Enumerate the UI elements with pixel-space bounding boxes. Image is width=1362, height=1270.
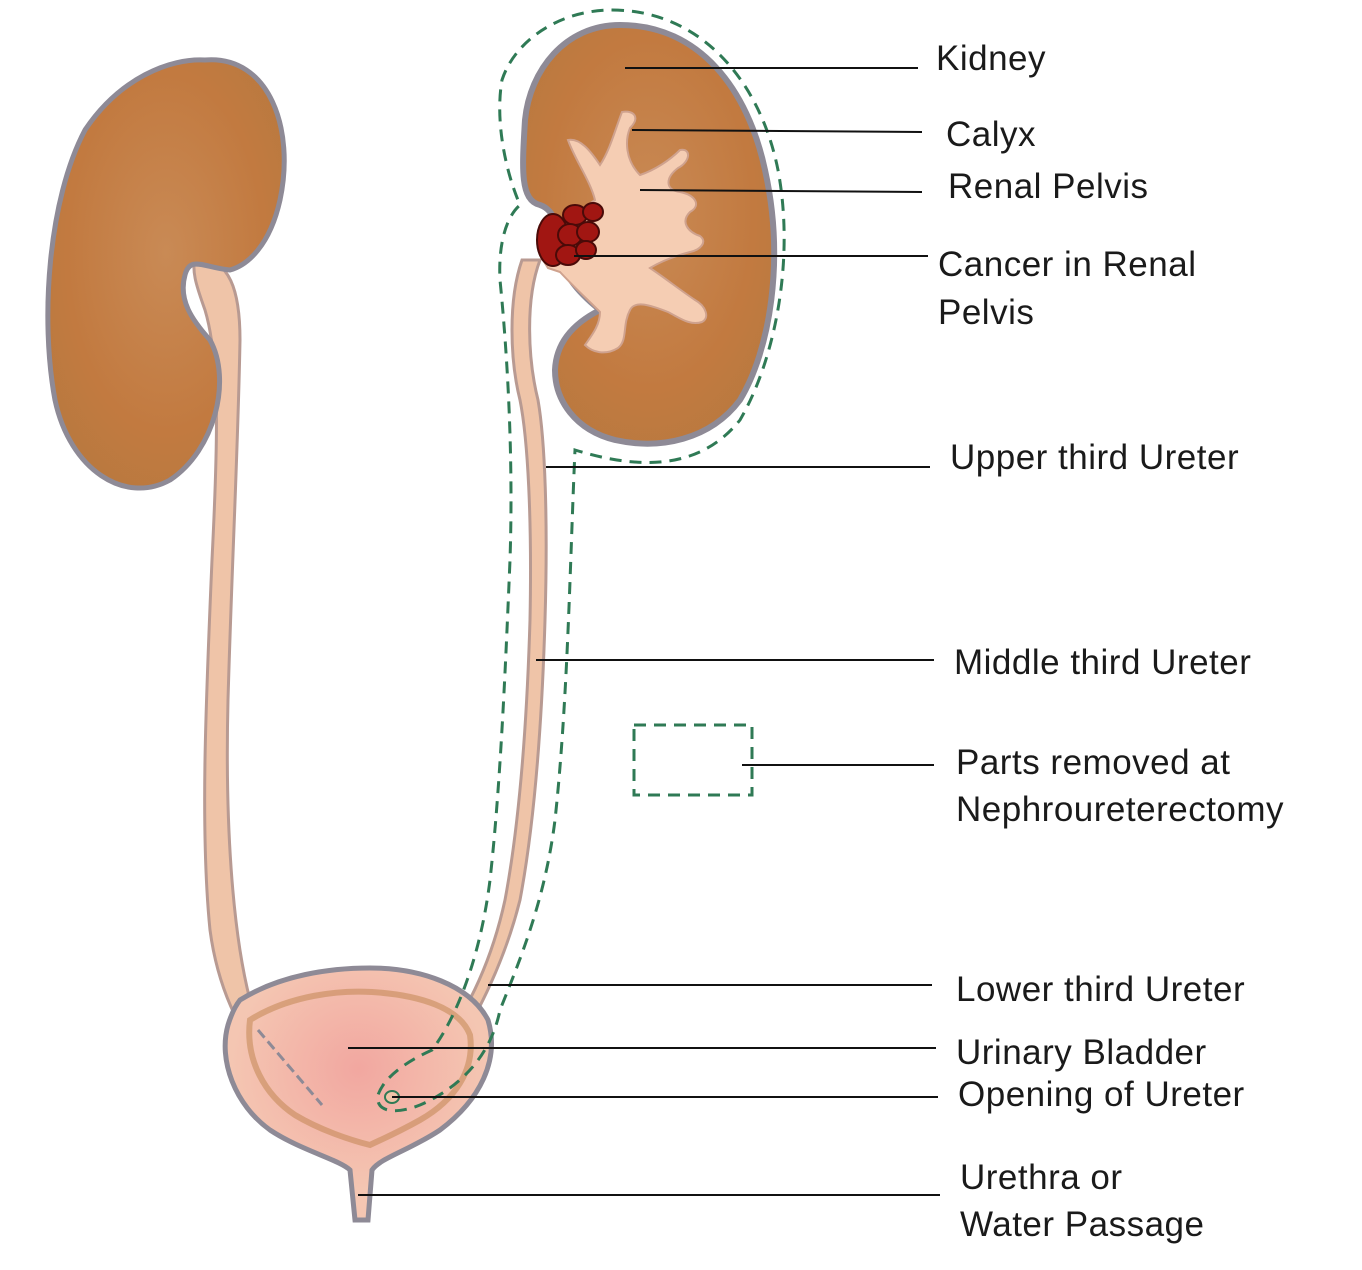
label-lower-ureter: Lower third Ureter [956, 970, 1246, 1009]
label-opening-ureter: Opening of Ureter [958, 1075, 1245, 1114]
label-parts-removed-line1: Parts removed at [956, 743, 1231, 782]
leader-calyx [631, 129, 923, 133]
label-upper-ureter: Upper third Ureter [950, 438, 1240, 477]
label-renal-pelvis: Renal Pelvis [948, 167, 1149, 206]
leader-renal-pelvis [639, 189, 923, 193]
label-urethra-line2: Water Passage [960, 1205, 1205, 1244]
tumor-cluster [536, 202, 604, 267]
label-parts-removed-line2: Nephroureterectomy [956, 790, 1285, 829]
renal-pelvis [538, 110, 708, 354]
label-kidney: Kidney [936, 39, 1047, 78]
urinary-bladder [222, 965, 494, 1223]
legend-dashed-box [632, 723, 754, 797]
label-urethra-line1: Urethra or [960, 1158, 1123, 1197]
bladder-inner-wall [246, 988, 474, 1149]
label-calyx: Calyx [946, 115, 1037, 154]
label-cancer-line2: Pelvis [938, 293, 1035, 332]
removed-parts-outline [376, 8, 786, 1113]
left-kidney [45, 57, 287, 491]
label-cancer-line1: Cancer in Renal [938, 245, 1197, 284]
label-urinary-bladder: Urinary Bladder [956, 1033, 1207, 1072]
leader-lines [348, 67, 940, 1196]
label-middle-ureter: Middle third Ureter [954, 643, 1252, 682]
left-intramural-ureter [256, 1029, 324, 1106]
